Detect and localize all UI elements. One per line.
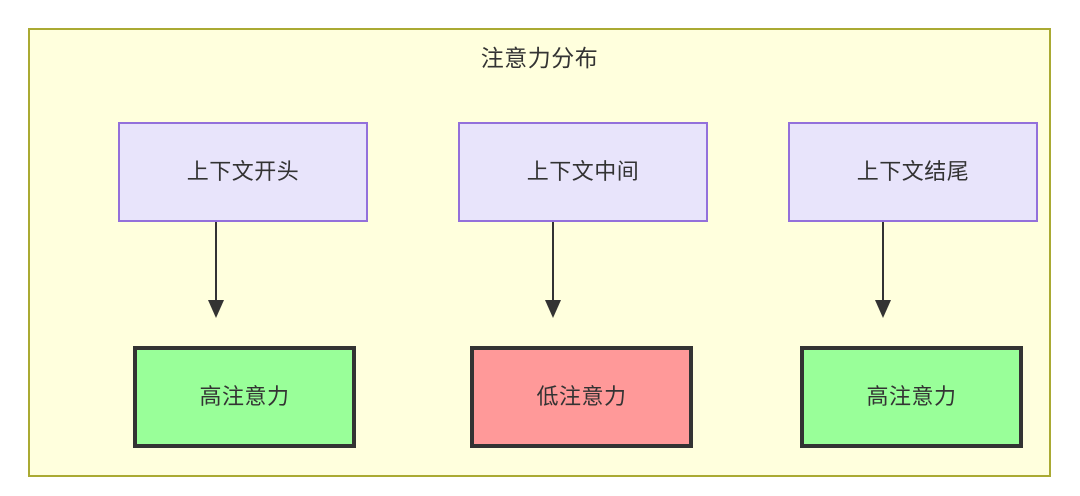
node-attn-high-1[interactable]: 高注意力 [133,346,356,448]
node-attn-high-2-label: 高注意力 [866,383,957,409]
node-attn-low[interactable]: 低注意力 [470,346,693,448]
node-ctx-middle-label: 上下文中间 [526,158,640,184]
node-attn-high-1-label: 高注意力 [199,383,290,409]
node-ctx-end-label: 上下文结尾 [856,158,970,184]
node-ctx-end[interactable]: 上下文结尾 [788,122,1038,222]
node-attn-low-label: 低注意力 [536,383,627,409]
subgraph-attention-distribution: 注意力分布 上下文开头 上下文中间 [28,28,1051,477]
subgraph-title: 注意力分布 [480,45,599,71]
node-ctx-start-label: 上下文开头 [186,158,300,184]
node-ctx-middle[interactable]: 上下文中间 [458,122,708,222]
node-ctx-start[interactable]: 上下文开头 [118,122,368,222]
node-attn-high-2[interactable]: 高注意力 [800,346,1023,448]
